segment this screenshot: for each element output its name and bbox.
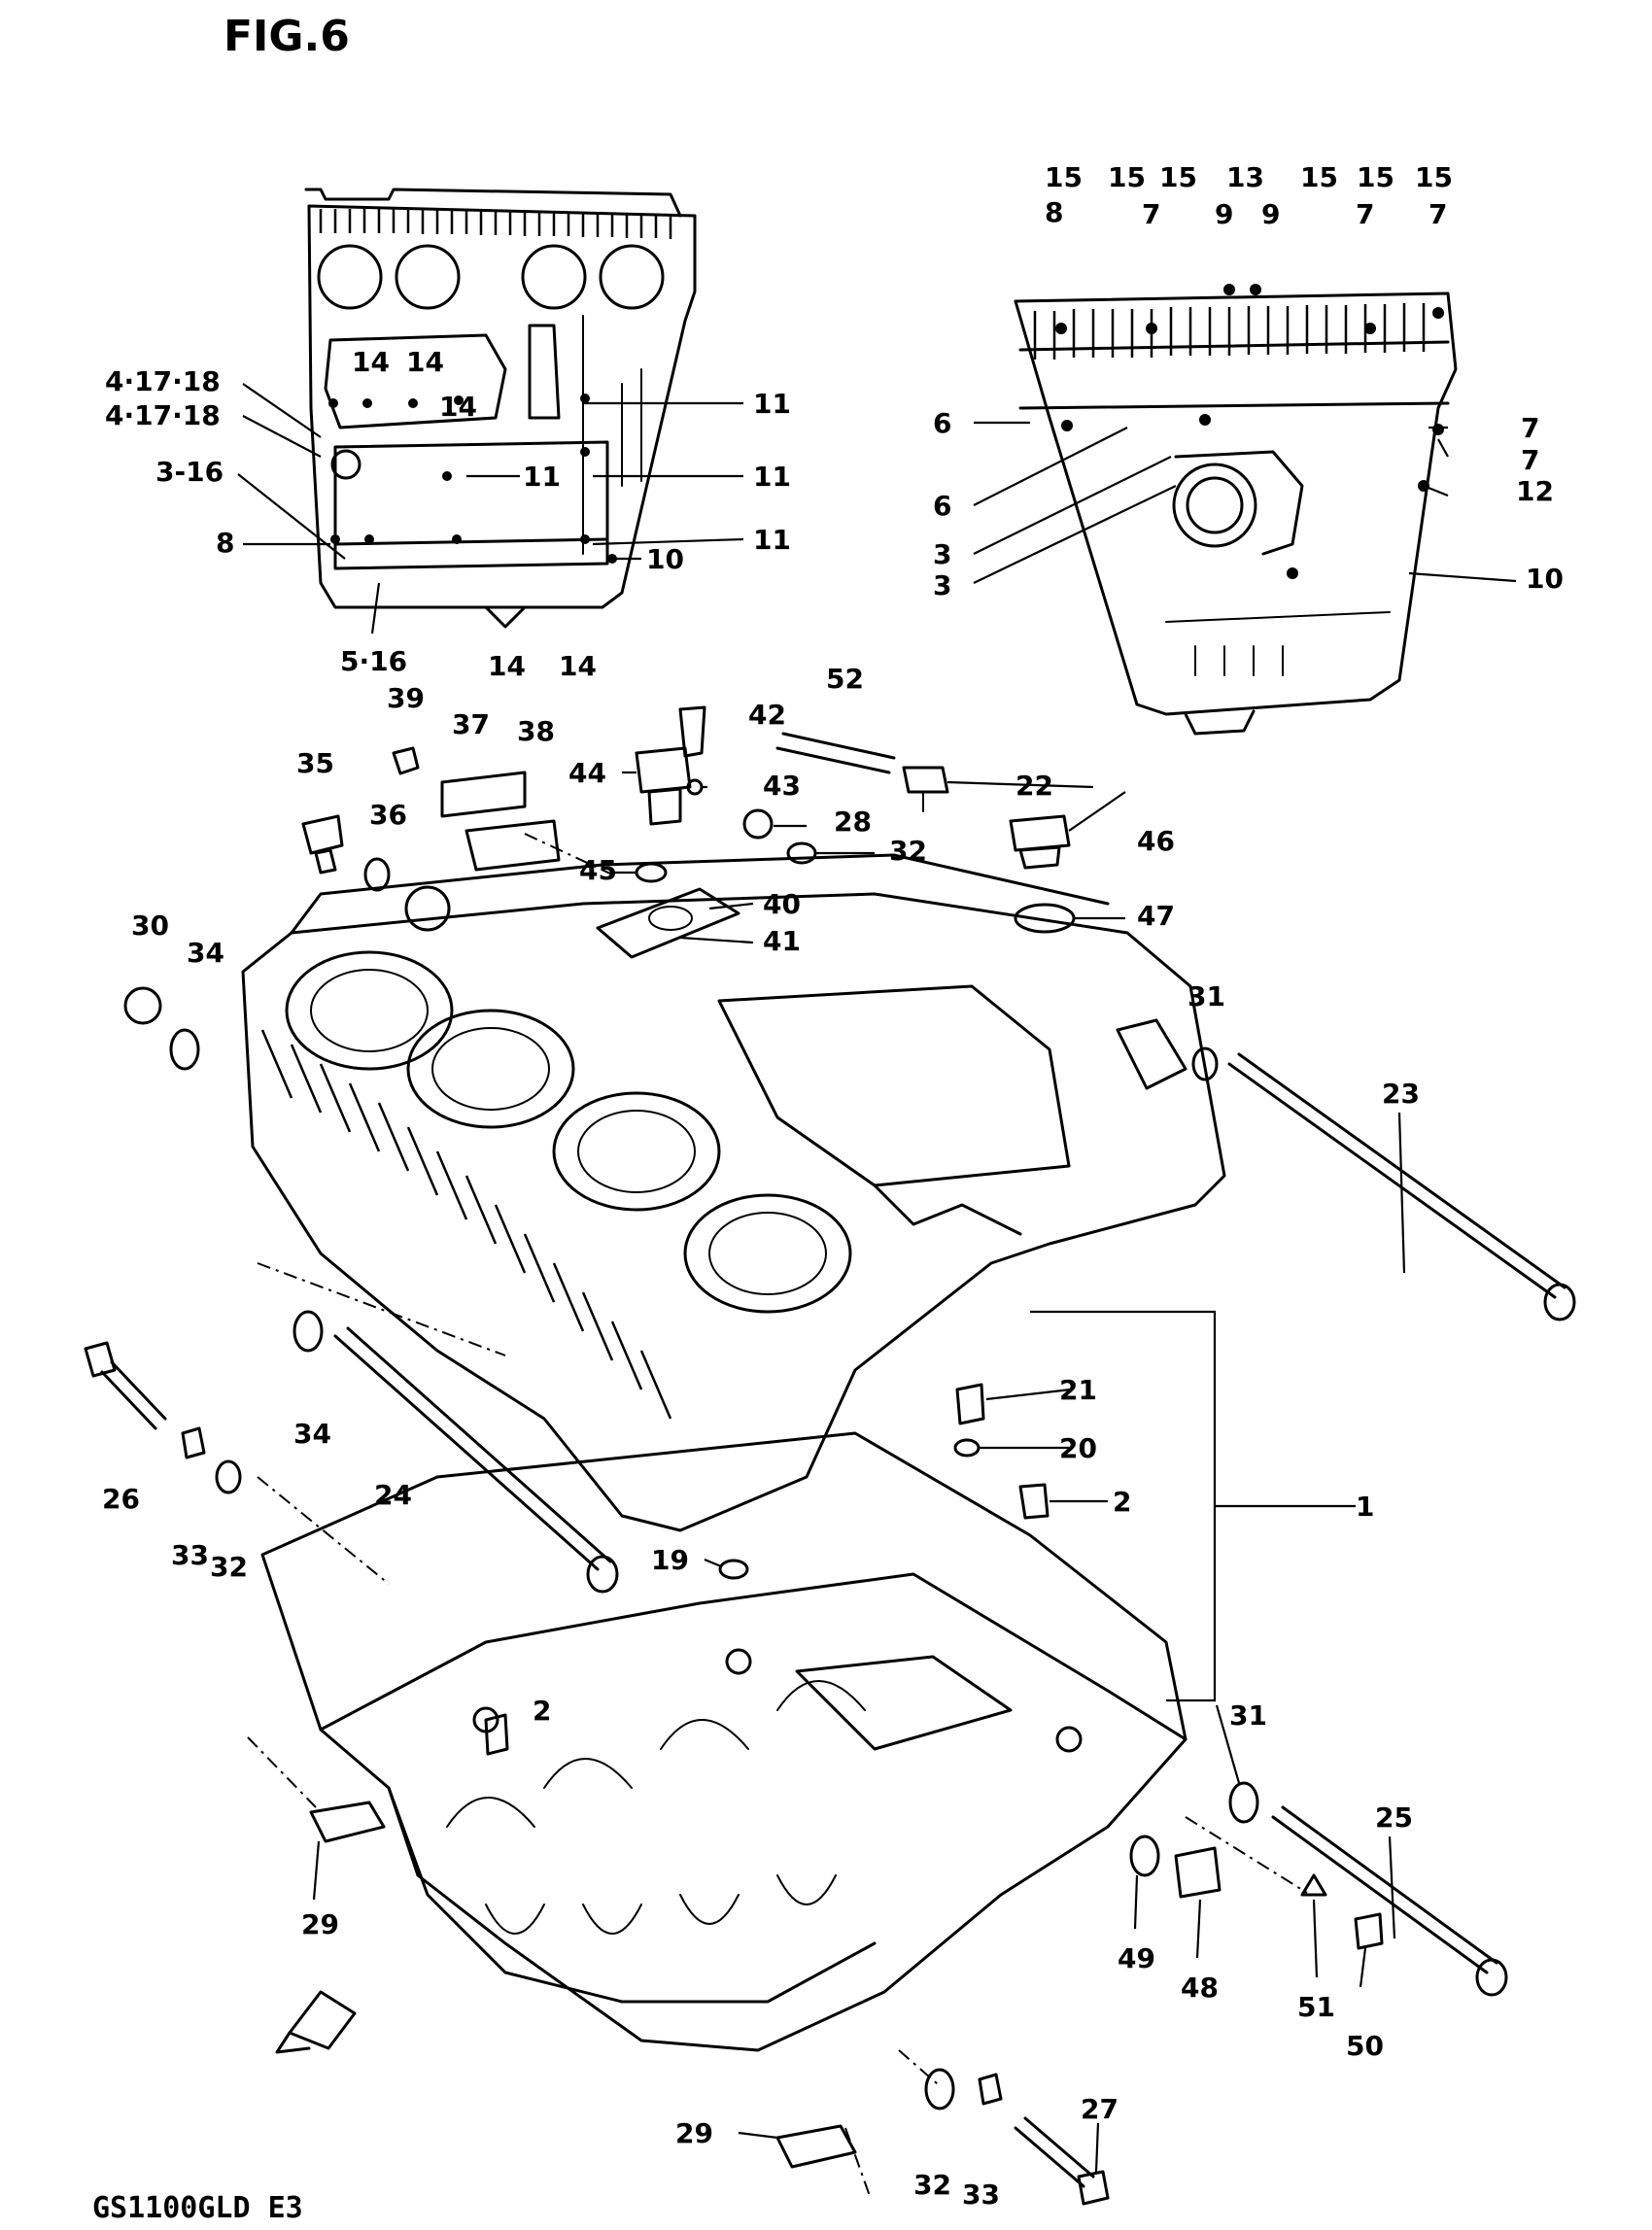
assembly-lines [247,833,1308,2197]
callout-2-right: 2 [1113,1486,1131,1518]
callout-27: 27 [1081,2093,1119,2125]
callout-44: 44 [568,757,606,789]
callout-34-mid: 34 [293,1418,331,1450]
callout-6-b: 6 [933,490,951,522]
callout-32-bottom: 32 [913,2169,951,2201]
callout-22: 22 [1015,770,1053,802]
callout-14-a: 14 [352,346,390,378]
callout-41: 41 [763,925,801,957]
callout-9-a: 9 [1215,198,1233,230]
callout-10-right: 10 [1526,563,1564,595]
callout-28: 28 [834,806,872,838]
callout-3-16: 3-16 [155,456,224,488]
callout-14-c: 14 [439,391,477,423]
callout-34-top: 34 [187,937,224,969]
callout-42: 42 [748,699,786,731]
callout-26: 26 [102,1483,140,1515]
callout-49: 49 [1118,1942,1155,1974]
callout-51: 51 [1297,1991,1335,2023]
model-code: GS1100GLD E3 [92,2191,303,2225]
callout-7-e: 7 [1521,444,1539,476]
callout-32-left: 32 [210,1551,248,1583]
callout-7-c: 7 [1428,198,1447,230]
callout-15-b: 15 [1108,161,1146,193]
callout-32-top: 32 [889,835,927,867]
callout-14-e: 14 [559,650,597,682]
callout-50: 50 [1346,2030,1384,2062]
inset-bottom-view [1014,284,1458,736]
callout-43: 43 [763,770,801,802]
callout-29-bottom: 29 [675,2117,713,2149]
callout-33-left: 33 [171,1539,209,1571]
upper-crankcase [241,853,1226,1532]
lower-crankcase [260,1431,1187,2052]
callout-9-b: 9 [1261,198,1280,230]
callout-14-b: 14 [406,346,444,378]
callout-24: 24 [374,1479,412,1511]
callout-12: 12 [1516,475,1554,507]
callout-33-bottom: 33 [962,2179,1000,2211]
callout-20: 20 [1059,1432,1097,1464]
callout-39: 39 [387,682,425,714]
callout-8-left: 8 [216,527,234,559]
callout-10-left: 10 [646,543,684,575]
callout-30: 30 [131,909,169,942]
callout-3-b: 3 [933,569,951,601]
callout-labels: 4·17·18 4·17·18 3-16 8 5·16 14 14 14 14 … [102,161,1564,2211]
callout-4-17-18-b: 4·17·18 [105,399,221,431]
callout-15-e: 15 [1357,161,1394,193]
callout-11-d: 11 [753,524,791,556]
callout-5-16: 5·16 [340,645,407,677]
callout-13: 13 [1226,161,1264,193]
callout-3-a: 3 [933,538,951,570]
leader-lines [237,383,1517,2173]
callout-48: 48 [1181,1972,1219,2004]
inset-top-view [304,188,697,629]
callout-8-right: 8 [1045,196,1063,228]
callout-45: 45 [579,854,617,886]
callout-14-d: 14 [488,650,526,682]
callout-11-a: 11 [753,388,791,420]
callout-2-mid: 2 [533,1695,551,1727]
callout-19: 19 [651,1544,689,1576]
callout-21: 21 [1059,1374,1097,1406]
callout-40: 40 [763,888,801,920]
callout-1: 1 [1356,1491,1374,1523]
callout-52: 52 [826,663,864,695]
callout-31-bottom: 31 [1229,1699,1267,1732]
callout-15-f: 15 [1415,161,1453,193]
callout-23: 23 [1382,1078,1420,1110]
callout-25: 25 [1375,1801,1413,1834]
callout-4-17-18-a: 4·17·18 [105,365,221,397]
callout-11-b: 11 [523,461,561,493]
callout-38: 38 [517,715,555,747]
callout-6-a: 6 [933,407,951,439]
callout-15-a: 15 [1045,161,1083,193]
callout-31-top: 31 [1187,980,1225,1012]
callout-7-a: 7 [1142,198,1160,230]
callout-29-left: 29 [301,1908,339,1940]
callout-7-d: 7 [1521,412,1539,444]
callout-15-d: 15 [1300,161,1338,193]
callout-46: 46 [1137,825,1175,857]
callout-47: 47 [1137,900,1175,932]
callout-7-b: 7 [1356,198,1374,230]
callout-11-c: 11 [753,461,791,493]
callout-35: 35 [296,747,334,779]
figure-title: FIG.6 [224,12,350,61]
callout-15-c: 15 [1159,161,1197,193]
callout-37: 37 [452,708,490,740]
callout-36: 36 [369,799,407,831]
